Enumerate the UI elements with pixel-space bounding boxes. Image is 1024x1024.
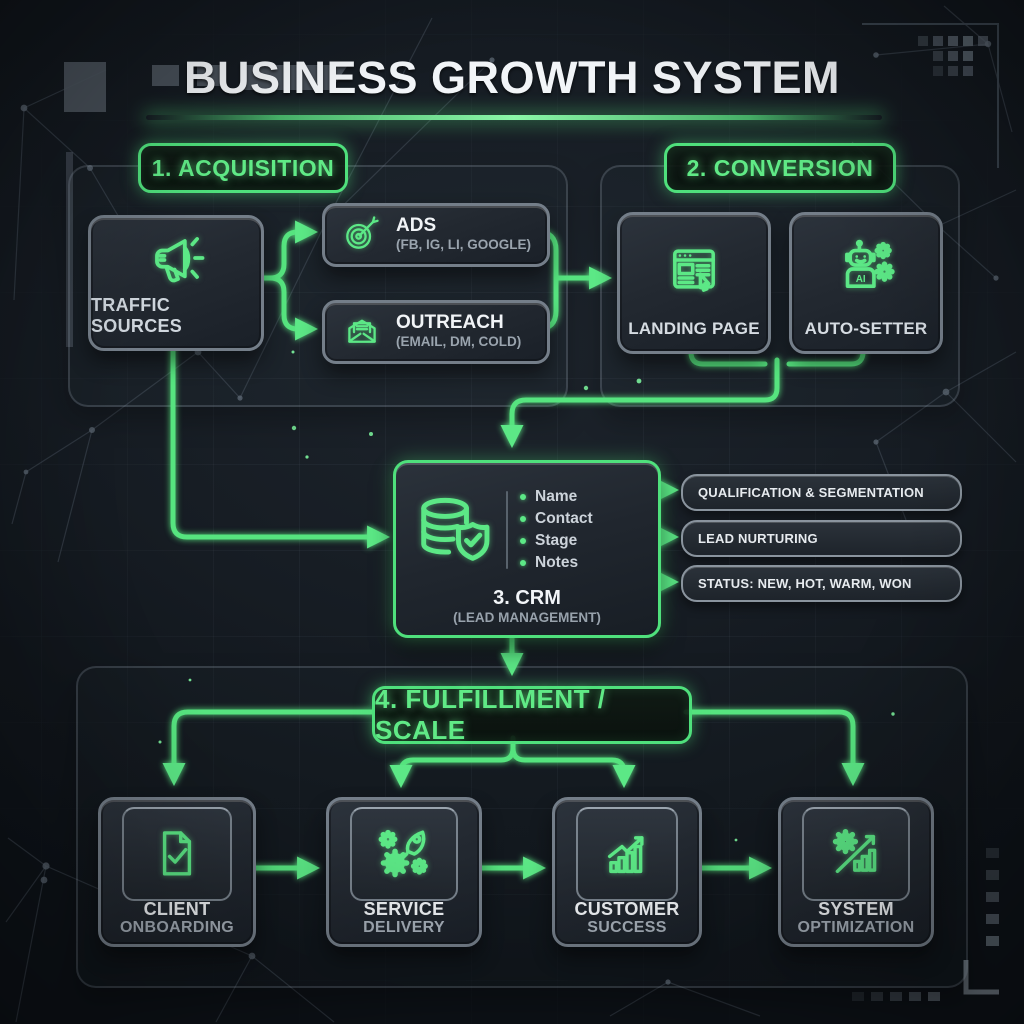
crm-output-nurturing: LEAD NURTURING [681,520,962,557]
ads-subtitle: (FB, IG, LI, GOOGLE) [396,237,531,253]
crm-title: 3. CRM [493,587,561,609]
browser-cursor-icon [662,215,726,319]
robot-chest-label: AI [856,274,866,285]
landing-page-label: LANDING PAGE [628,319,760,338]
open-envelope-icon [341,309,383,356]
crm-divider [506,491,508,569]
crm-output-status: STATUS: NEW, HOT, WARM, WON [681,565,962,602]
ai-robot-icon: AI [833,215,899,319]
gear-growth-icon [802,807,910,901]
auto-setter-label: AUTO-SETTER [804,319,928,338]
crm-field-list: Name Contact Stage Notes [520,486,593,574]
growth-chart-icon [576,807,678,901]
fulfillment-label: 4. FULFILLMENT / SCALE [372,684,692,745]
crm-field: Stage [520,530,593,552]
service-delivery-node: SERVICE DELIVERY [326,797,482,947]
outreach-subtitle: (EMAIL, DM, COLD) [396,334,522,350]
outreach-title: OUTREACH [396,312,504,334]
document-check-icon [122,807,232,901]
ads-node: ADS (FB, IG, LI, GOOGLE) [322,203,550,267]
step-label-line2: DELIVERY [363,919,445,936]
step-label-line1: SYSTEM [818,899,894,919]
target-dart-icon [341,212,383,259]
step-label-line1: CLIENT [143,899,211,919]
traffic-sources-node: TRAFFIC SOURCES [88,215,264,351]
landing-page-node: LANDING PAGE [617,212,771,354]
auto-setter-node: AI AUTO-SETTER [789,212,943,354]
acquisition-label: 1. ACQUISITION [138,143,348,193]
title-underline-glow [146,115,882,120]
step-label-line2: ONBOARDING [119,919,235,936]
client-onboarding-node: CLIENT ONBOARDING [98,797,256,947]
crm-output-qualification: QUALIFICATION & SEGMENTATION [681,474,962,511]
traffic-sources-label: TRAFFIC SOURCES [91,295,183,336]
megaphone-icon [142,218,210,295]
step-label-line1: CUSTOMER [574,899,680,919]
system-optimization-node: SYSTEM OPTIMIZATION [778,797,934,947]
ads-title: ADS [396,215,437,237]
customer-success-node: CUSTOMER SUCCESS [552,797,702,947]
step-label-line2: OPTIMIZATION [797,919,915,936]
crm-subtitle: (LEAD MANAGEMENT) [453,610,601,625]
crm-node: Name Contact Stage Notes 3. CRM (LEAD MA… [393,460,661,638]
page-title: BUSINESS GROWTH SYSTEM [183,52,841,103]
step-label-line2: SUCCESS [587,919,667,936]
database-shield-icon [408,487,500,574]
rocket-gears-icon [350,807,458,901]
crm-field: Contact [520,508,593,530]
outreach-node: OUTREACH (EMAIL, DM, COLD) [322,300,550,364]
crm-field: Notes [520,552,593,574]
step-label-line1: SERVICE [363,899,445,919]
conversion-label: 2. CONVERSION [664,143,896,193]
crm-field: Name [520,486,593,508]
